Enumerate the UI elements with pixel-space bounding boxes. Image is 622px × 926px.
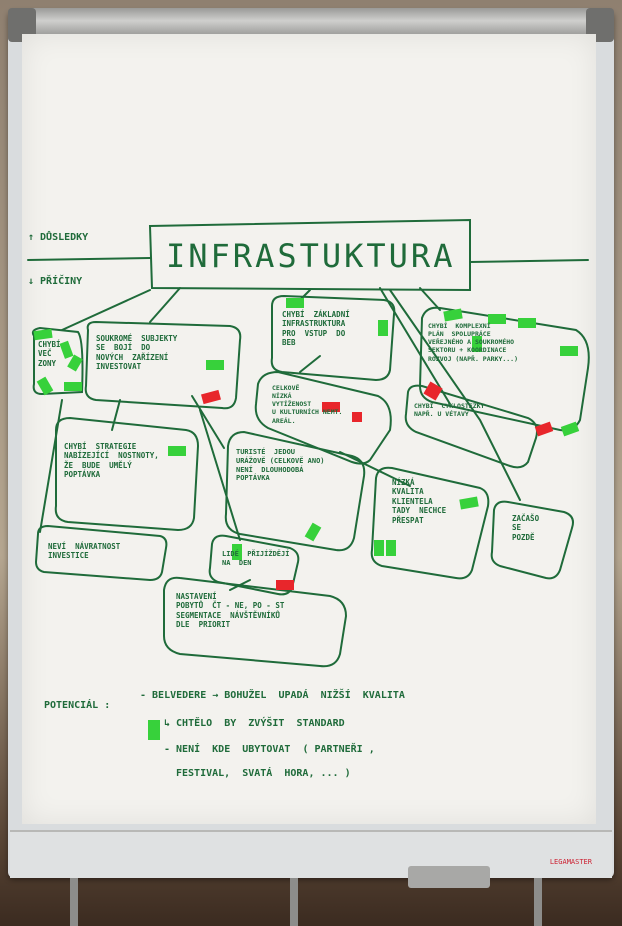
bubble-nastaveni-outline: [163, 576, 348, 668]
bubble-soukrome-outline: [84, 320, 242, 410]
bubble-cyklostezky: CHYBÍ CYKLOSTEZKY NAPŘ. U VÉTAVY: [414, 402, 485, 419]
connector-4: [379, 287, 451, 405]
bubble-nevi-navratnost-outline: [34, 524, 168, 582]
connector-12: [339, 451, 411, 487]
line-right: [469, 259, 589, 263]
potential-label: POTENCIÁL :: [44, 700, 111, 711]
bubble-nizka-kvalita-outline: [370, 466, 490, 580]
potential-line-2: ↳ CHTĚLO BY ZVÝŠIT STANDARD: [164, 718, 345, 729]
bubble-celkove: CELKOVĚ NÍZKÁ VYTÍŽENOST U KULTURNÍCH NE…: [272, 384, 343, 425]
bubble-chybi-zakladni-outline: [270, 294, 396, 382]
connector-5: [419, 287, 441, 311]
bubble-turiste: TURISTÉ JEDOU URÁŽOVĚ (CELKOVĚ ANO) NENÍ…: [236, 448, 325, 483]
connector-1: [149, 287, 181, 323]
bubble-strategie: CHYBÍ STRATEGIE NABÍZEJÍCÍ NOSTNOTY, ŽE …: [64, 442, 159, 480]
stand-leg-right: [534, 878, 542, 926]
title-box: [148, 218, 471, 292]
bubble-nevi-navratnost: NEVÍ NÁVRATNOST INVESTICE: [48, 542, 121, 561]
label-priciny: ↓ PŘÍČINY: [28, 276, 83, 287]
potential-line-3: - NENÍ KDE UBYTOVAT ( PARTNEŘI ,: [164, 744, 375, 755]
bubble-zacaso-outline: [490, 500, 574, 580]
bubble-chybi-komplexni-outline: [418, 306, 590, 432]
tray-handle: [408, 866, 490, 888]
stand-leg-center: [290, 878, 298, 926]
connector-8: [111, 399, 121, 431]
bubble-lide: LIDÉ PŘIJÍŽDĚJÍ NA DEN: [222, 550, 290, 567]
bubble-celkove-outline: [254, 370, 392, 465]
connector-6: [389, 289, 521, 501]
bubble-cyklostezky-outline: [404, 384, 538, 469]
connector-9: [191, 395, 225, 449]
bubble-chybi-vecer: CHYBÍ VEČ ZONY: [38, 340, 61, 368]
potential-line-1: - BELVEDERE → BOHUŽEL UPADÁ NIŽŠÍ KVALIT…: [140, 690, 405, 701]
chart-title: INFRASTUKTURA: [166, 237, 456, 275]
tray-brand-label: LEGAMASTER: [549, 858, 592, 866]
red-stickers: [201, 381, 554, 590]
bubble-chybi-komplexni: CHYBÍ KOMPLEXNÍ PLÁN SPOLUPRÁCE VEŘEJNÉH…: [428, 322, 519, 363]
connector-10: [39, 399, 63, 533]
stand-leg-left: [70, 878, 78, 926]
bubble-chybi-zakladni: CHYBÍ ZÁKLADNÍ INFRASTRUKTURA PRO VSTUP …: [282, 310, 350, 348]
bubble-chybi-vecer-outline: [31, 326, 84, 396]
marker-tray: LEGAMASTER: [10, 830, 612, 878]
bubble-turiste-outline: [224, 430, 366, 552]
potential-line-4: FESTIVAL, SVATÁ HORA, ... ): [176, 768, 351, 779]
connector-11: [199, 409, 241, 541]
bubble-strategie-outline: [54, 416, 200, 532]
bubble-soukrome: SOUKROMÉ SUBJEKTY SE BOJÍ DO NOVÝCH ZAŘÍ…: [96, 334, 178, 372]
label-dusledky: ↑ DŮSLEDKY: [28, 232, 89, 243]
bubble-zacaso: ZAČAŠO SE POZDĚ: [512, 514, 540, 542]
flipchart-paper: [22, 34, 596, 824]
line-left: [27, 257, 151, 261]
connector-2: [61, 289, 151, 331]
connector-7: [299, 355, 321, 373]
bubble-nizka-kvalita: NÍZKÁ KVALITA KLIENTELA TADY NECHCE PŘES…: [392, 478, 447, 525]
bubble-nastaveni: NASTAVENÍ POBYTŮ ČT - NE, PO - ST SEGMEN…: [176, 592, 285, 630]
green-stickers: [33, 298, 580, 740]
